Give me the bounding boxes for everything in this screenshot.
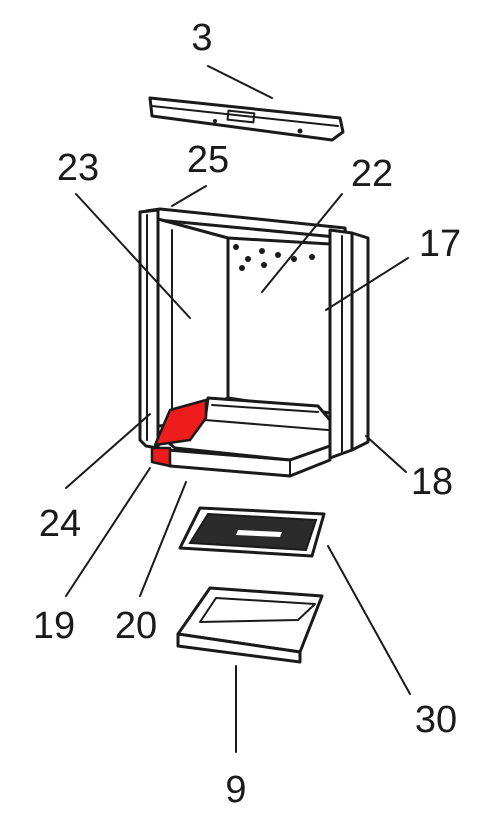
- callout-25: 25: [187, 139, 229, 181]
- callout-23: 23: [57, 147, 99, 189]
- leader-24: [65, 413, 151, 489]
- callout-17: 17: [419, 223, 461, 265]
- callout-19: 19: [33, 605, 75, 647]
- part-22-back-wall[interactable]: [226, 236, 332, 415]
- leader-22: [261, 193, 343, 293]
- part-30-grate[interactable]: [178, 506, 326, 558]
- part-18-right-column[interactable]: [350, 231, 370, 452]
- part-3-baffle-plate[interactable]: [148, 96, 345, 142]
- callout-3: 3: [191, 17, 212, 59]
- callout-30: 30: [415, 699, 457, 741]
- leader-lines: [65, 65, 411, 753]
- callout-24: 24: [39, 503, 81, 545]
- part-23-left-side-wall[interactable]: [156, 217, 230, 428]
- callout-18: 18: [411, 461, 453, 503]
- callout-9: 9: [225, 769, 246, 811]
- leader-18: [365, 435, 407, 473]
- leader-17: [325, 257, 409, 311]
- part-17-right-side-wall[interactable]: [328, 228, 354, 460]
- part-19-corner-brick-highlighted[interactable]: [150, 398, 208, 468]
- leader-30: [327, 545, 411, 695]
- callout-20: 20: [115, 605, 157, 647]
- leader-19: [65, 467, 151, 597]
- leader-25: [171, 185, 207, 207]
- leader-20: [139, 481, 187, 597]
- part-9-ash-pan[interactable]: [176, 586, 324, 664]
- callout-labels: 3 25 23 22 17 24 18 19 20 30 9: [33, 17, 461, 811]
- leader-3: [207, 65, 273, 99]
- callout-22: 22: [351, 153, 393, 195]
- part-24-left-column[interactable]: [138, 208, 160, 450]
- leader-23: [75, 193, 191, 319]
